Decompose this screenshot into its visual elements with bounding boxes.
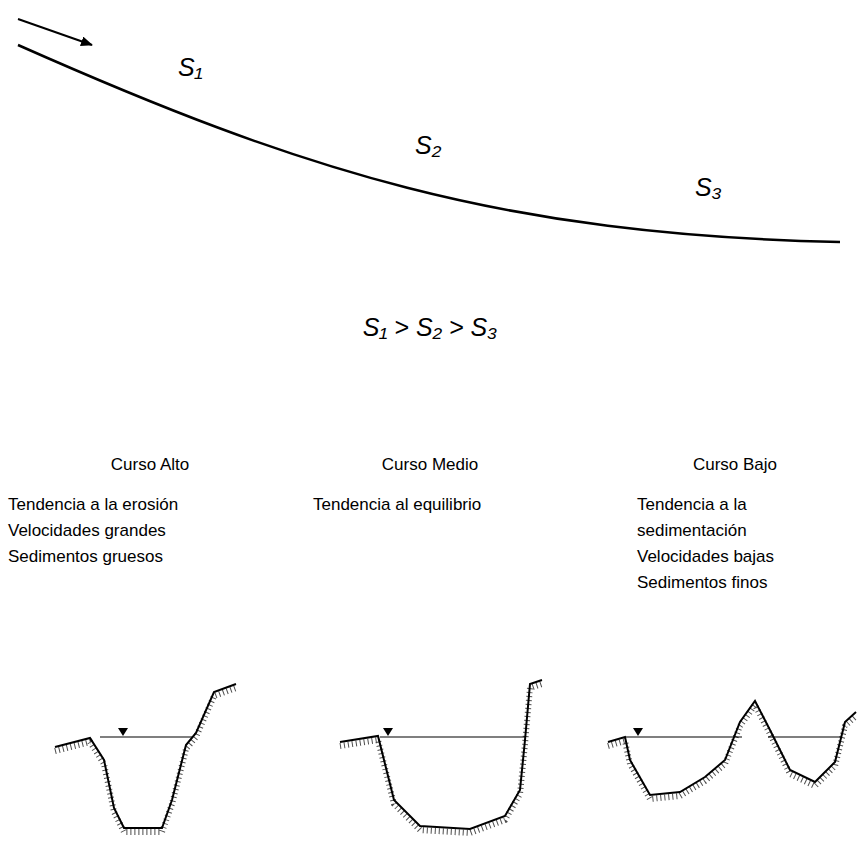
- lower-cross-section: [608, 701, 856, 799]
- section-title: Curso Bajo: [693, 452, 777, 478]
- slope-relation: S₁ > S₂ > S₃: [363, 312, 497, 342]
- section-note: Tendencia a la sedimentación: [637, 492, 802, 544]
- longitudinal-profile: [18, 45, 840, 242]
- section-note: Velocidades bajas: [637, 544, 774, 570]
- section-note: Tendencia a la erosión: [8, 492, 178, 518]
- upper-cross-section: [55, 684, 236, 832]
- slope-symbol: S₃: [695, 172, 722, 202]
- section-note: Tendencia al equilibrio: [313, 492, 481, 518]
- flow-arrow: [18, 19, 92, 45]
- slope-symbol: S₁: [178, 52, 203, 82]
- middle-cross-section: [340, 680, 542, 833]
- section-title: Curso Alto: [111, 452, 189, 478]
- section-note: Sedimentos finos: [637, 570, 767, 596]
- slope-symbol: S₂: [415, 130, 441, 160]
- section-note: Velocidades grandes: [8, 518, 166, 544]
- section-title: Curso Medio: [382, 452, 478, 478]
- section-note: Sedimentos gruesos: [8, 544, 163, 570]
